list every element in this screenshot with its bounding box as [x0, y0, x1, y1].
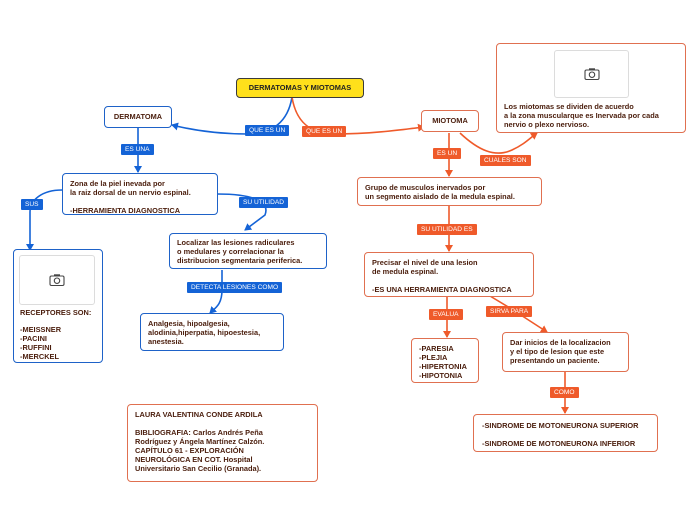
link-definition-receptors	[26, 189, 63, 251]
tag-evalua[interactable]: EVALUA	[429, 309, 463, 320]
miotoma-evaluates: -PARESIA -PLEJIA -HIPERTONIA -HIPOTONIA	[419, 344, 467, 381]
tag-detecta[interactable]: DETECTA LESIONES COMO	[187, 282, 283, 293]
root-node[interactable]: DERMATOMAS Y MIOTOMAS	[236, 78, 364, 98]
tag-que-es-un-left[interactable]: QUE ES UN	[245, 125, 290, 136]
root-label: DERMATOMAS Y MIOTOMAS	[248, 83, 352, 92]
tag-su-utilidad-left[interactable]: SU UTILIDAD	[239, 197, 289, 208]
tag-cuales-son[interactable]: CUALES SON	[480, 155, 531, 166]
miotoma-indicates-node[interactable]: Dar inicios de la localizacion y el tipo…	[502, 332, 629, 372]
tag-sus[interactable]: SUS	[21, 199, 43, 210]
miotoma-image-placeholder	[554, 50, 629, 98]
receptors-list: -MEISSNER -PACINI -RUFFINI -MERCKEL	[20, 325, 62, 362]
dermatoma-definition-node[interactable]: Zona de la piel inevada por la raiz dors…	[62, 173, 218, 215]
credits-node[interactable]: LAURA VALENTINA CONDE ARDILA BIBLIOGRAFI…	[127, 404, 318, 482]
miotoma-title: MIOTOMA	[432, 116, 468, 125]
miotoma-info-node[interactable]: Los miotomas se dividen de acuerdo a la …	[496, 43, 686, 133]
tag-que-es-un-right[interactable]: QUE ES UN	[302, 126, 347, 137]
miotoma-evaluates-node[interactable]: -PARESIA -PLEJIA -HIPERTONIA -HIPOTONIA	[411, 338, 479, 383]
miotoma-syndromes-node[interactable]: -SINDROME DE MOTONEURONA SUPERIOR -SINDR…	[473, 414, 658, 452]
miotoma-definition: Grupo de musculos inervados por un segme…	[365, 183, 515, 202]
dermatoma-utility: Localizar las lesiones radiculares o med…	[177, 238, 303, 266]
miotoma-definition-node[interactable]: Grupo de musculos inervados por un segme…	[357, 177, 542, 206]
dermatoma-node[interactable]: DERMATOMA	[104, 106, 172, 128]
miotoma-utility: Precisar el nivel de una lesion de medul…	[372, 258, 512, 295]
miotoma-utility-node[interactable]: Precisar el nivel de una lesion de medul…	[364, 252, 534, 297]
tag-es-una[interactable]: ES UNA	[121, 144, 154, 155]
receptors-image-placeholder	[19, 255, 95, 305]
receptors-title: RECEPTORES SON:	[20, 308, 92, 317]
miotoma-node[interactable]: MIOTOMA	[421, 110, 479, 132]
dermatoma-definition: Zona de la piel inevada por la raiz dors…	[70, 179, 191, 216]
tag-como[interactable]: COMO	[550, 387, 579, 398]
camera-icon	[49, 274, 65, 287]
tag-sirva-para[interactable]: SIRVA PARA	[486, 306, 533, 317]
link-miotoma-info	[459, 132, 538, 154]
credits-text: LAURA VALENTINA CONDE ARDILA BIBLIOGRAFI…	[135, 410, 265, 474]
miotoma-syndromes: -SINDROME DE MOTONEURONA SUPERIOR -SINDR…	[482, 421, 639, 449]
dermatoma-title: DERMATOMA	[113, 112, 163, 121]
dermatoma-lesions: Analgesia, hipoalgesia, alodinia,hiperpa…	[148, 319, 261, 347]
dermatoma-utility-node[interactable]: Localizar las lesiones radiculares o med…	[169, 233, 327, 269]
tag-es-un[interactable]: ES UN	[433, 148, 462, 159]
receptors-node[interactable]: RECEPTORES SON: -MEISSNER -PACINI -RUFFI…	[13, 249, 103, 363]
camera-icon	[583, 68, 600, 81]
dermatoma-lesions-node[interactable]: Analgesia, hipoalgesia, alodinia,hiperpa…	[140, 313, 284, 351]
miotoma-info: Los miotomas se dividen de acuerdo a la …	[504, 102, 659, 130]
miotoma-indicates: Dar inicios de la localizacion y el tipo…	[510, 338, 611, 366]
tag-su-utilidad-es[interactable]: SU UTILIDAD ES	[417, 224, 477, 235]
